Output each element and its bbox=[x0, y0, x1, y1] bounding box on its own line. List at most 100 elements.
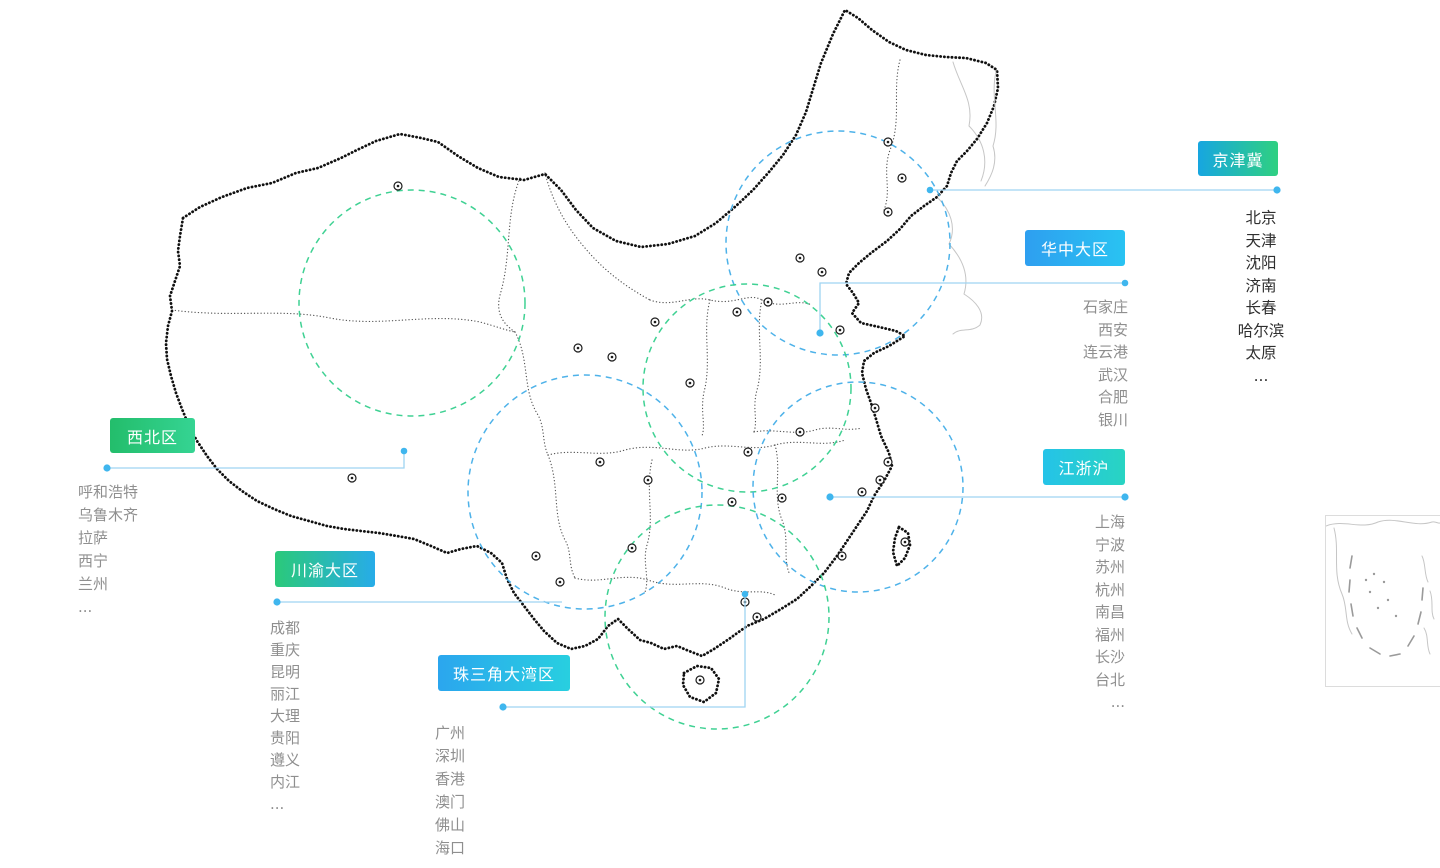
city-marker-dot bbox=[886, 460, 890, 464]
inset-islands bbox=[1364, 572, 1398, 618]
city-item: 太原 bbox=[1245, 344, 1277, 362]
city-item: 昆明 bbox=[270, 663, 301, 681]
region-chip-jiangzhehu[interactable]: 江浙沪 bbox=[1043, 449, 1125, 485]
city-item: ... bbox=[270, 795, 285, 813]
city-marker-dot bbox=[798, 256, 802, 260]
city-marker-dot bbox=[653, 320, 657, 324]
region-chip-jingjinji[interactable]: 京津冀 bbox=[1198, 141, 1278, 176]
city-item: 乌鲁木齐 bbox=[78, 506, 139, 524]
leader-lines bbox=[103, 186, 1281, 711]
region-circle-chuanyu bbox=[467, 374, 703, 610]
city-list-jingjinji: 北京天津沈阳济南长春哈尔滨太原... bbox=[1202, 207, 1320, 387]
city-item: 济南 bbox=[1245, 276, 1277, 295]
city-marker-dot bbox=[780, 496, 784, 500]
city-marker-dot bbox=[900, 176, 904, 180]
region-chip-chuanyu[interactable]: 川渝大区 bbox=[275, 551, 375, 587]
city-marker-dot bbox=[886, 210, 890, 214]
leader-xibei bbox=[107, 451, 405, 469]
region-chip-zhusanjiao[interactable]: 珠三角大湾区 bbox=[438, 655, 570, 691]
leader-huazhong bbox=[819, 282, 1125, 333]
city-marker-dot bbox=[350, 476, 354, 480]
city-list-jiangzhehu: 上海宁波苏州杭州南昌福州长沙台北... bbox=[1005, 511, 1125, 714]
city-item: 银川 bbox=[1097, 410, 1128, 429]
city-item: 上海 bbox=[1094, 513, 1125, 531]
city-list-chuanyu: 成都重庆昆明丽江大理贵阳遵义内江... bbox=[270, 617, 400, 815]
city-item: 天津 bbox=[1245, 231, 1277, 250]
city-item: 沈阳 bbox=[1245, 254, 1277, 272]
city-item: 哈尔滨 bbox=[1237, 321, 1285, 340]
city-item: 兰州 bbox=[78, 575, 109, 593]
city-marker-dot bbox=[630, 546, 634, 550]
city-marker-dot bbox=[746, 450, 750, 454]
city-item: 海口 bbox=[435, 839, 466, 857]
city-marker-dot bbox=[610, 355, 614, 359]
leader-zhusanjiao bbox=[503, 594, 746, 708]
city-marker-dot bbox=[798, 430, 802, 434]
city-item: ... bbox=[1110, 693, 1125, 711]
south-china-sea-inset-map bbox=[1326, 519, 1440, 657]
region-circle-jingjinji bbox=[725, 130, 951, 356]
city-item: 合肥 bbox=[1097, 388, 1128, 406]
city-item: 苏州 bbox=[1094, 558, 1125, 576]
region-chip-huazhong[interactable]: 华中大区 bbox=[1025, 230, 1125, 266]
city-marker-dot bbox=[838, 328, 842, 332]
region-circle-xibei bbox=[298, 189, 526, 417]
city-marker-dot bbox=[840, 554, 844, 558]
city-markers bbox=[347, 137, 910, 685]
region-circle-zhusanjiao bbox=[604, 504, 830, 730]
city-item: 成都 bbox=[270, 619, 301, 637]
city-item: 宁波 bbox=[1094, 535, 1125, 554]
region-circle-jiangzhehu bbox=[752, 381, 964, 593]
city-marker-dot bbox=[698, 678, 702, 682]
hainan-island bbox=[681, 664, 721, 704]
city-item: 武汉 bbox=[1097, 365, 1128, 384]
city-marker-dot bbox=[820, 270, 824, 274]
region-chip-xibei[interactable]: 西北区 bbox=[110, 418, 195, 453]
city-marker-dot bbox=[688, 381, 692, 385]
city-marker-dot bbox=[903, 540, 907, 544]
city-marker-dot bbox=[730, 500, 734, 504]
city-item: ... bbox=[435, 860, 565, 868]
city-item: ... bbox=[1253, 366, 1269, 385]
city-item: 西安 bbox=[1097, 320, 1128, 339]
taiwan-island bbox=[891, 525, 912, 568]
province-borders bbox=[171, 59, 901, 596]
city-item: 深圳 bbox=[435, 747, 466, 765]
city-marker-dot bbox=[735, 310, 739, 314]
city-marker-dot bbox=[396, 184, 400, 188]
city-item: 重庆 bbox=[270, 641, 301, 659]
city-item: 丽江 bbox=[270, 685, 301, 703]
city-marker-dot bbox=[860, 490, 864, 494]
city-list-xibei: 呼和浩特乌鲁木齐拉萨西宁兰州... bbox=[78, 481, 228, 619]
city-item: 香港 bbox=[435, 770, 466, 788]
city-item: 遵义 bbox=[270, 751, 301, 769]
city-item: 呼和浩特 bbox=[78, 483, 139, 501]
city-marker-dot bbox=[755, 615, 759, 619]
city-item: 北京 bbox=[1245, 209, 1277, 227]
city-marker-dot bbox=[766, 300, 770, 304]
city-item: 台北 bbox=[1094, 670, 1125, 689]
city-item: 拉萨 bbox=[78, 529, 109, 547]
city-item: 南昌 bbox=[1094, 603, 1125, 621]
city-list-zhusanjiao: 广州深圳香港澳门佛山海口... bbox=[435, 722, 565, 868]
city-item: 贵阳 bbox=[270, 729, 301, 747]
city-item: 石家庄 bbox=[1082, 298, 1128, 316]
city-item: 连云港 bbox=[1082, 343, 1128, 361]
city-item: 澳门 bbox=[435, 793, 466, 811]
nine-dash-line bbox=[1348, 555, 1424, 657]
neighbor-coastlines bbox=[937, 61, 997, 335]
region-circles bbox=[298, 130, 964, 730]
city-item: 佛山 bbox=[435, 816, 466, 834]
city-marker-dot bbox=[598, 460, 602, 464]
city-item: 福州 bbox=[1094, 625, 1125, 644]
city-item: ... bbox=[78, 598, 93, 616]
city-marker-dot bbox=[878, 478, 882, 482]
city-item: 长沙 bbox=[1094, 648, 1125, 666]
city-marker-dot bbox=[558, 580, 562, 584]
city-marker-dot bbox=[576, 346, 580, 350]
city-list-huazhong: 石家庄西安连云港武汉合肥银川 bbox=[1008, 296, 1128, 431]
city-item: 杭州 bbox=[1094, 580, 1125, 599]
city-marker-dot bbox=[873, 406, 877, 410]
